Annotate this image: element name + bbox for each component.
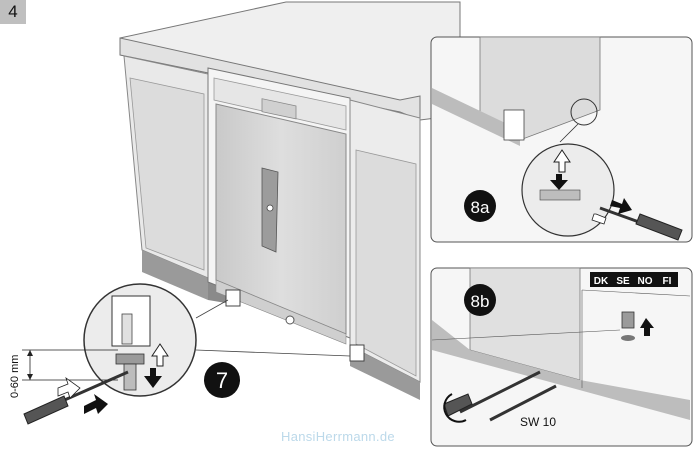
country-code-dk: DK bbox=[594, 276, 609, 287]
panel-8a: 8a bbox=[430, 36, 693, 243]
country-code-fi: FI bbox=[663, 276, 672, 287]
kitchen-counter-scene bbox=[119, 1, 461, 400]
callout-8b-label: 8b bbox=[471, 292, 490, 311]
height-measure bbox=[22, 349, 118, 381]
country-code-no: NO bbox=[638, 276, 653, 287]
step-number-tab: 4 bbox=[0, 0, 26, 24]
callout-7: 7 bbox=[204, 362, 240, 398]
panel-8b: 8b SW 10 bbox=[430, 267, 693, 447]
country-code-badges: DK SE NO FI bbox=[590, 272, 678, 287]
country-code-se: SE bbox=[616, 276, 630, 287]
callout-7-label: 7 bbox=[216, 368, 228, 393]
foot-adjust-zoom bbox=[83, 283, 197, 397]
screwdriver-icon bbox=[23, 370, 129, 425]
callout-8a-label: 8a bbox=[471, 198, 490, 217]
tool-size-label: SW 10 bbox=[520, 415, 556, 429]
measure-label: 0-60 mm bbox=[9, 355, 21, 398]
watermark-text: HansiHerrmann.de bbox=[281, 429, 395, 444]
